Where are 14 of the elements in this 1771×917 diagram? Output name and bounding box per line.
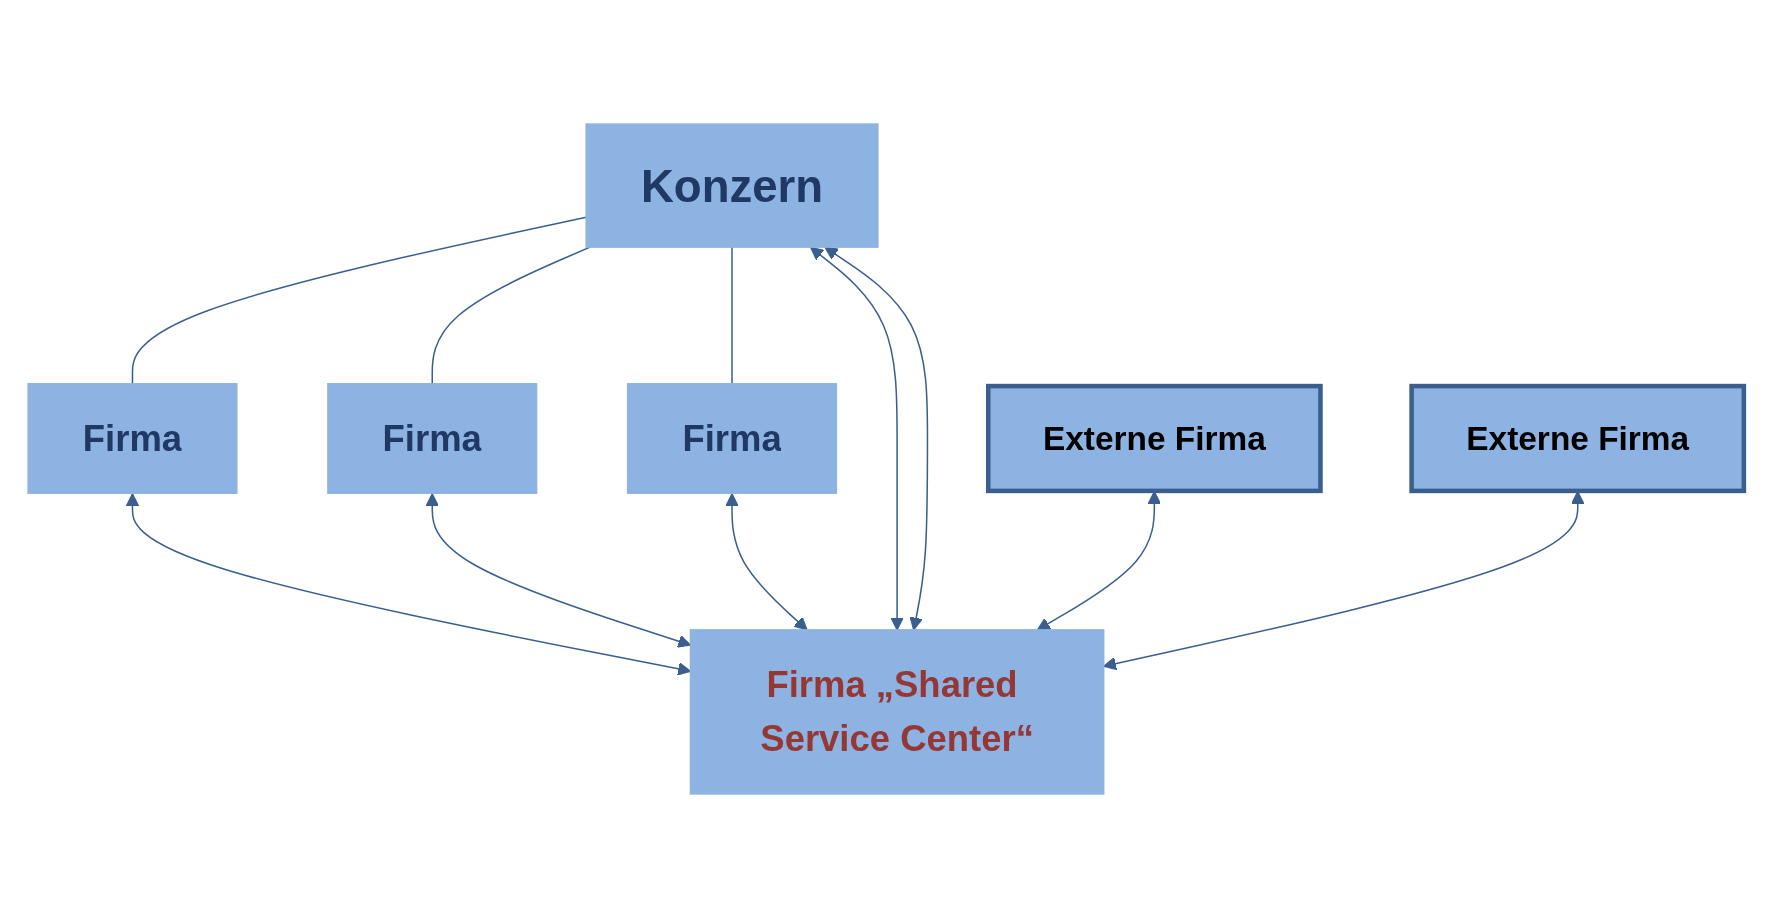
arrow [125, 492, 691, 675]
arrow [809, 246, 904, 630]
arrow [425, 492, 691, 648]
node-box: Konzern [584, 122, 879, 248]
arrow [824, 246, 928, 630]
connector [730, 245, 733, 385]
node-box: Externe Firma [1408, 383, 1746, 493]
node-box: Externe Firma [985, 383, 1323, 493]
node-box: Firma [26, 382, 238, 494]
node-box: Firma „Shared Service Center“ [689, 628, 1104, 795]
arrow [724, 492, 808, 630]
connector [431, 245, 591, 385]
node-box: Firma [326, 382, 537, 494]
node-box: Firma [626, 382, 837, 494]
